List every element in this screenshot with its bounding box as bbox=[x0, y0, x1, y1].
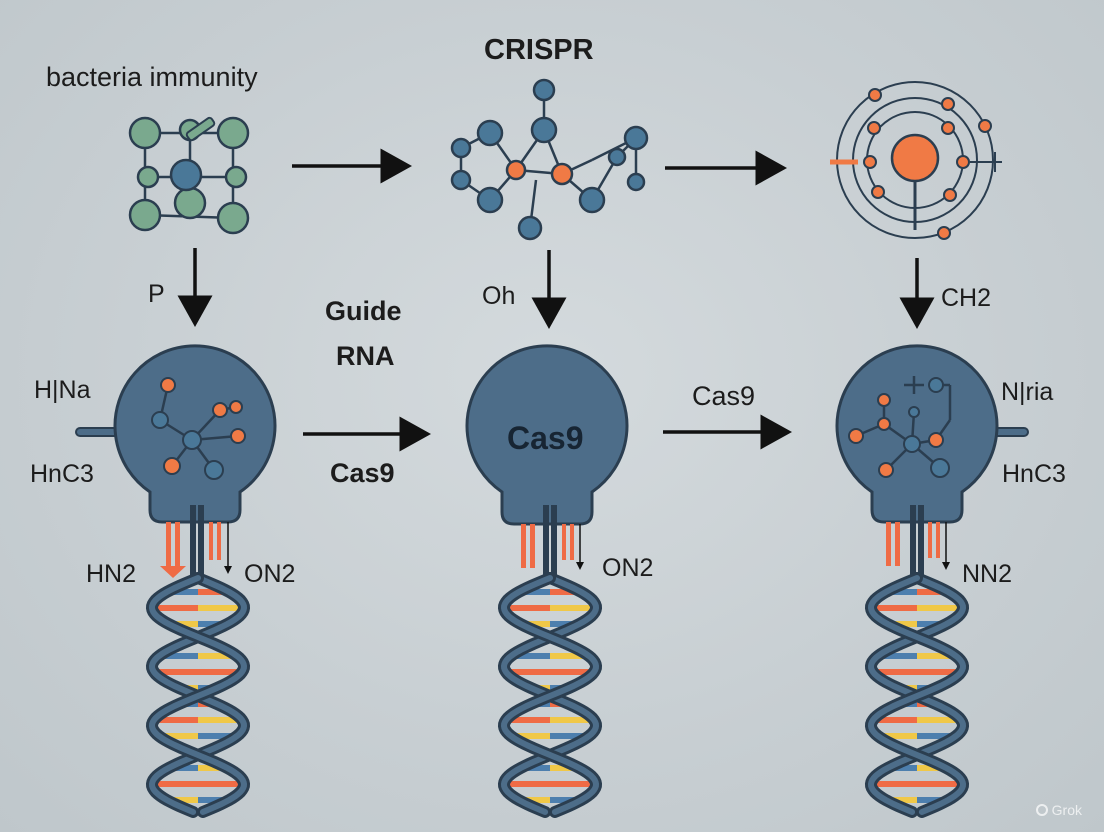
dna-base-half bbox=[515, 733, 550, 739]
dna-strand-inner bbox=[867, 575, 967, 815]
dna-base-half bbox=[157, 669, 198, 675]
dna-base-half bbox=[508, 605, 550, 611]
label-guide: Guide bbox=[325, 296, 402, 326]
dna-helix-right bbox=[864, 572, 970, 818]
bacteria-lattice-icon bbox=[128, 116, 250, 235]
dna-base-half bbox=[876, 669, 917, 675]
dna-base-half bbox=[522, 589, 550, 595]
label-rna: RNA bbox=[336, 341, 395, 371]
label-bacteria-immunity: bacteria immunity bbox=[46, 62, 258, 92]
label-niria: N|ria bbox=[1001, 378, 1054, 406]
dna-base-half bbox=[156, 781, 198, 787]
dna-base-half bbox=[172, 621, 198, 627]
label-hina: H|Na bbox=[34, 376, 91, 404]
protein-complex-right bbox=[835, 344, 1029, 580]
dna-base-half bbox=[163, 653, 198, 659]
dna-base-half bbox=[156, 605, 198, 611]
dna-strand-inner bbox=[148, 575, 248, 815]
label-oh: Oh bbox=[482, 282, 516, 310]
dna-base-half bbox=[508, 781, 550, 787]
dna-base-half bbox=[889, 589, 917, 595]
label-on2-center: ON2 bbox=[602, 554, 654, 582]
label-cas9-center: Cas9 bbox=[507, 420, 584, 456]
dna-base-half bbox=[515, 653, 550, 659]
dna-base-half bbox=[157, 717, 198, 723]
dna-base-half bbox=[509, 669, 550, 675]
crispr-molecule-icon bbox=[450, 78, 649, 241]
dna-base-half bbox=[876, 717, 917, 723]
orbital-atom-icon bbox=[830, 81, 1002, 240]
label-on2-left: ON2 bbox=[244, 560, 296, 588]
grok-logo-icon bbox=[1035, 804, 1048, 816]
dna-strand-inner bbox=[500, 575, 600, 815]
dna-base-half bbox=[509, 717, 550, 723]
dna-base-half bbox=[875, 605, 917, 611]
dna-base-half bbox=[172, 765, 198, 771]
label-ch2: CH2 bbox=[941, 284, 992, 312]
dna-base-half bbox=[891, 621, 917, 627]
label-hnc3-right: HnC3 bbox=[1002, 460, 1066, 488]
dna-base-half bbox=[163, 733, 198, 739]
protein-complex-left bbox=[75, 344, 277, 580]
watermark: Grok bbox=[1035, 802, 1082, 818]
dna-base-half bbox=[170, 797, 198, 803]
label-cas9-arrow-bottom: Cas9 bbox=[330, 458, 395, 488]
dna-base-half bbox=[875, 781, 917, 787]
label-p: P bbox=[148, 280, 165, 308]
dna-base-half bbox=[522, 797, 550, 803]
dna-base-half bbox=[524, 621, 550, 627]
label-hn2: HN2 bbox=[86, 560, 137, 588]
dna-base-half bbox=[882, 733, 917, 739]
watermark-text: Grok bbox=[1051, 802, 1082, 818]
dna-base-half bbox=[170, 589, 198, 595]
label-cas9-arrow-top: Cas9 bbox=[692, 381, 756, 411]
dna-base-half bbox=[891, 765, 917, 771]
label-nn2: NN2 bbox=[962, 560, 1013, 588]
dna-base-half bbox=[524, 765, 550, 771]
label-hnc3-left: HnC3 bbox=[30, 460, 94, 488]
dna-helix-center bbox=[497, 572, 603, 818]
arrows bbox=[177, 148, 935, 452]
dna-helix-left bbox=[145, 572, 251, 818]
dna-base-half bbox=[889, 797, 917, 803]
title-crispr: CRISPR bbox=[484, 34, 594, 66]
cas9-protein-center bbox=[465, 344, 629, 580]
dna-base-half bbox=[882, 653, 917, 659]
